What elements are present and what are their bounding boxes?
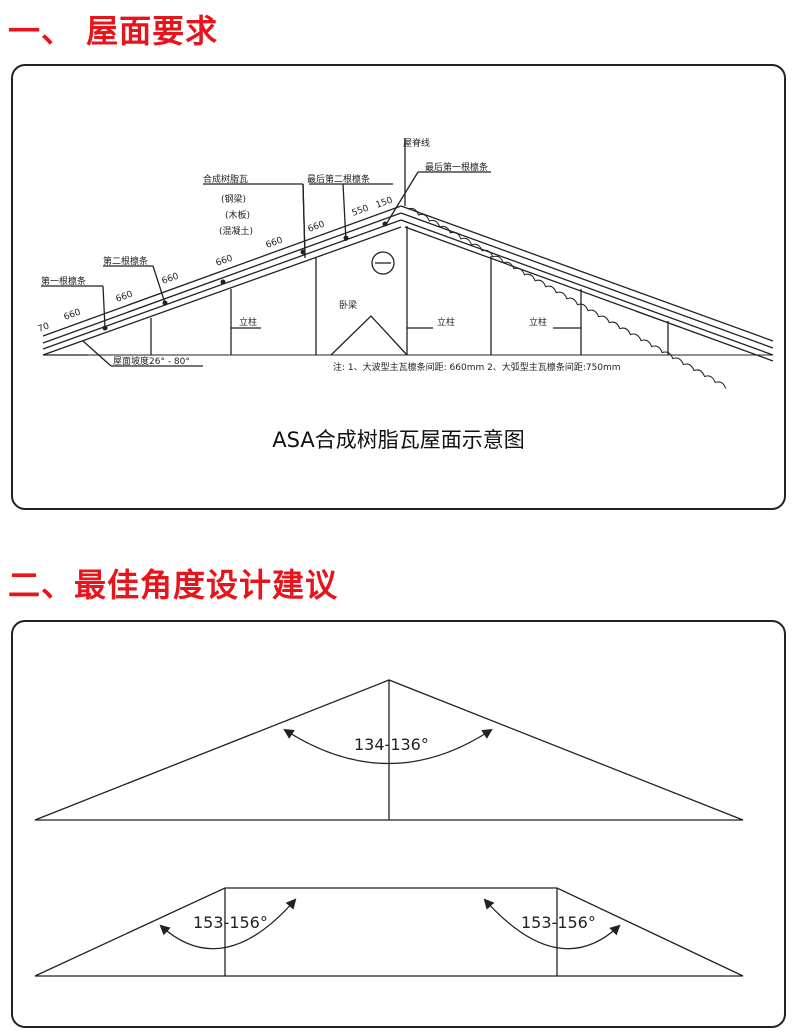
ridge-section-circle <box>371 251 395 275</box>
dim-660-4: 660 <box>215 253 235 268</box>
roof-diagram-panel: 屋脊线 最后第一根檩条 最后第二根檩条 合成树脂瓦 (钢梁) (木板) (混凝土… <box>11 64 786 510</box>
dim-660-2: 660 <box>115 289 135 304</box>
label-resin-tile: 合成树脂瓦 <box>203 173 248 185</box>
label-ridge-line: 屋脊线 <box>403 137 430 149</box>
roof-cross-section-diagram: 屋脊线 最后第一根檩条 最后第二根檩条 合成树脂瓦 (钢梁) (木板) (混凝土… <box>37 137 774 389</box>
label-wood-board: (木板) <box>225 209 250 221</box>
label-beam: 卧梁 <box>339 299 357 311</box>
angle-label-right: 153-156° <box>521 913 596 932</box>
label-second-purlin: 第二根檩条 <box>103 255 148 267</box>
beam-truss <box>330 315 408 356</box>
dim-150: 150 <box>375 195 395 210</box>
angle-arc-top <box>283 728 493 765</box>
dim-660-1: 660 <box>63 307 83 322</box>
dim-550: 550 <box>351 203 371 218</box>
angle-label-top: 134-136° <box>354 735 429 754</box>
dim-660-3: 660 <box>161 271 181 286</box>
trapezoid-roof <box>34 887 744 977</box>
label-post-c: 立柱 <box>529 316 547 328</box>
dim-660-6: 660 <box>307 219 327 234</box>
angle-diagrams: 134-136° 153-156° 153-156° <box>34 679 744 977</box>
section-title-best-angle: 二、最佳角度设计建议 <box>8 566 339 604</box>
label-post-a: 立柱 <box>239 316 257 328</box>
angle-label-left: 153-156° <box>193 913 268 932</box>
label-roof-slope: 屋面坡度26° - 80° <box>113 355 190 367</box>
label-concrete: (混凝土) <box>219 225 253 237</box>
label-first-purlin: 第一根檩条 <box>41 275 86 287</box>
roof-tile-line-right <box>400 205 774 342</box>
label-spacing-note: 注: 1、大波型主瓦檩条间距: 660mm 2、大弧型主瓦檩条间距:750mm <box>333 361 621 373</box>
purlin-dot <box>102 325 108 331</box>
label-last-second-purlin: 最后第二根檩条 <box>307 173 370 185</box>
angle-arc-right <box>483 898 621 950</box>
label-post-b: 立柱 <box>437 316 455 328</box>
section-title-roof-requirements: 一、 屋面要求 <box>8 12 219 50</box>
angle-arc-left <box>159 898 297 950</box>
roof-tile-line-left <box>42 205 402 337</box>
diagram-caption: ASA合成树脂瓦屋面示意图 <box>272 428 525 452</box>
label-last-first-purlin: 最后第一根檩条 <box>425 161 488 173</box>
angle-diagram-panel: 134-136° 153-156° 153-156° <box>11 620 786 1028</box>
dim-70: 70 <box>37 321 51 334</box>
dim-660-5: 660 <box>265 235 285 250</box>
label-steel-beam: (钢梁) <box>221 193 246 205</box>
